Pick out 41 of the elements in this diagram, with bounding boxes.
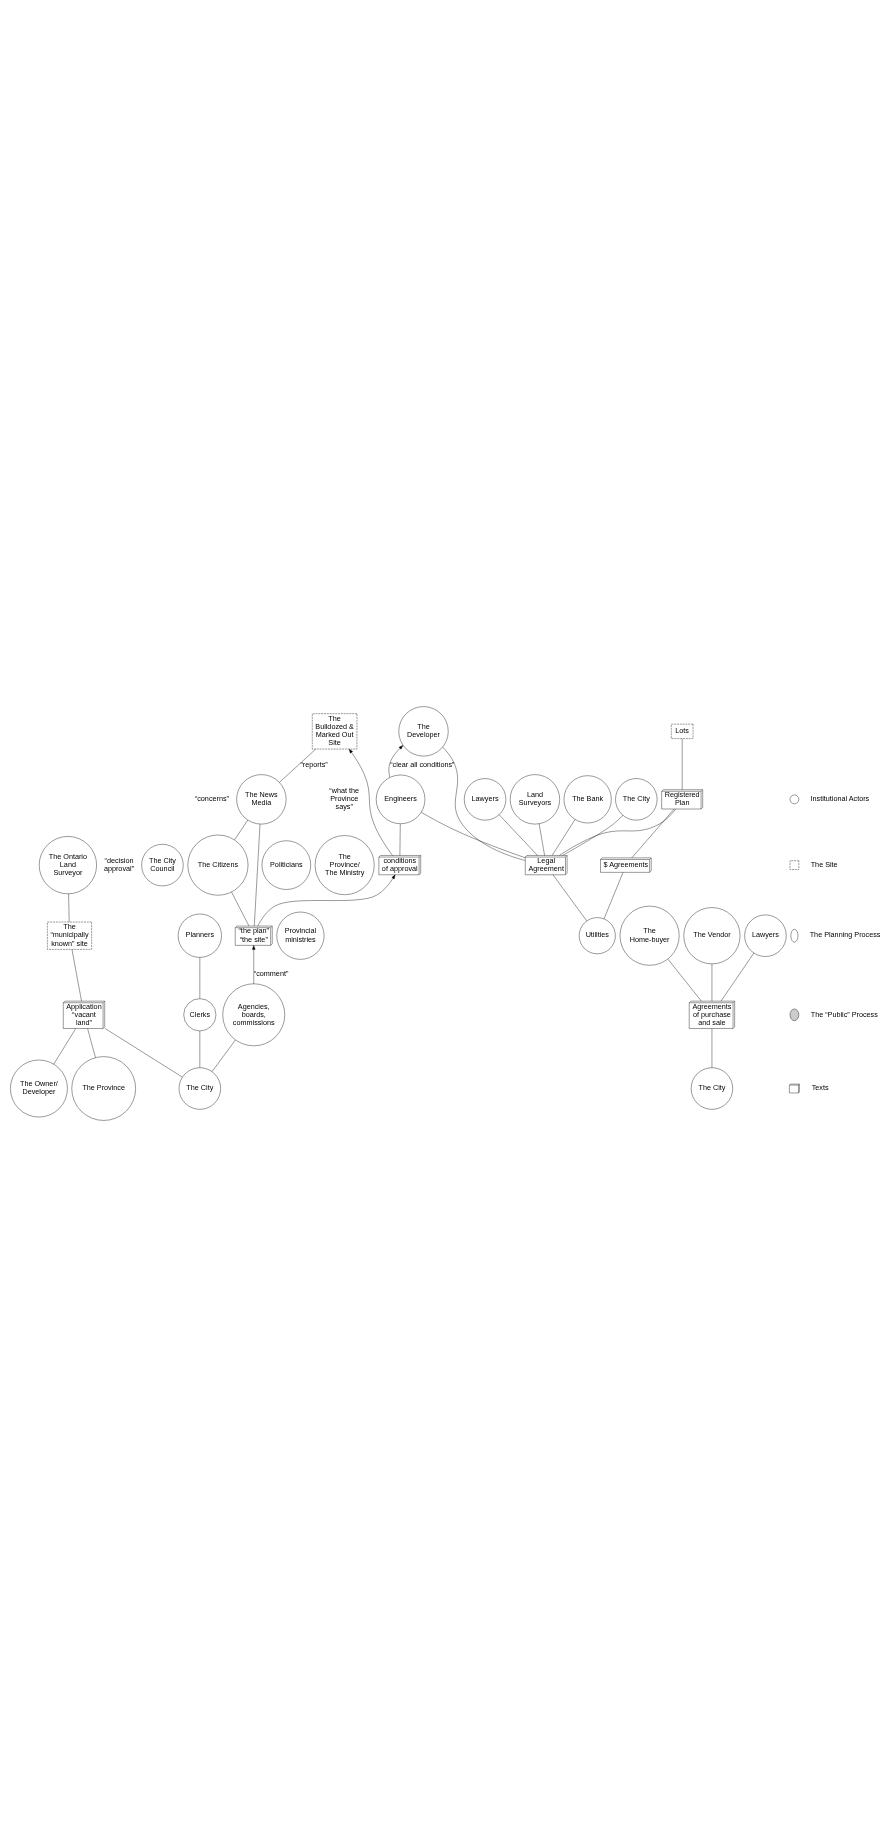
node-circle: The City Council [141,843,184,886]
node-circle: The Home-buyer [619,905,680,965]
edge-label: “comment” [253,968,289,978]
arrow [252,944,256,984]
node-circle: Lawyers [744,914,787,957]
arrow [348,748,393,856]
node-circle: The Ontario Land Surveyor [39,835,97,894]
legend-label: The Planning Process [809,929,881,939]
edge-label: “reports” [300,759,328,769]
node-circle: The City [178,1067,221,1110]
node-circle: Clerks [183,997,217,1031]
legend-label: Institutional Actors [810,793,870,803]
edge-label: “clear all conditions” [390,759,455,769]
node-circle: The Owner/ Developer [10,1059,68,1117]
legend-label: The “Public” Process [810,1009,878,1019]
node-circle: The Province/ The Ministry [314,834,375,895]
node-circle: The Province [71,1055,136,1121]
arrow [388,744,404,777]
node-circle: Lawyers [464,777,507,820]
node-circle: The City [690,1067,733,1110]
node-box: The “municipally known” site [47,921,92,950]
node-circle: Planners [177,913,222,958]
node-circle: The Citizens [187,834,249,895]
arrow [257,874,396,926]
node-circle: Engineers [376,774,426,824]
label: “concerns” [194,793,230,803]
node-circle: The News Media [236,773,287,824]
node-box: The Bulldozed & Marked Out Site [312,712,358,749]
node-circle: Provincial ministries [276,911,325,960]
node-circle: Land Surveyors [510,773,560,824]
node-circle: Politicians [261,840,311,890]
legend-label: The Site [810,859,838,869]
node-box: Lots [671,723,694,739]
label: “decision approval” [103,855,135,873]
legend-label: Texts [811,1082,829,1092]
node-circle: The Bank [563,774,612,823]
node-circle: Utilities [579,916,616,954]
node-circle: The Vendor [683,906,741,964]
node-circle: Agencies, boards, commissions [222,983,285,1046]
node-circle: The City [615,777,658,820]
label: “what the Province says” [329,785,360,811]
